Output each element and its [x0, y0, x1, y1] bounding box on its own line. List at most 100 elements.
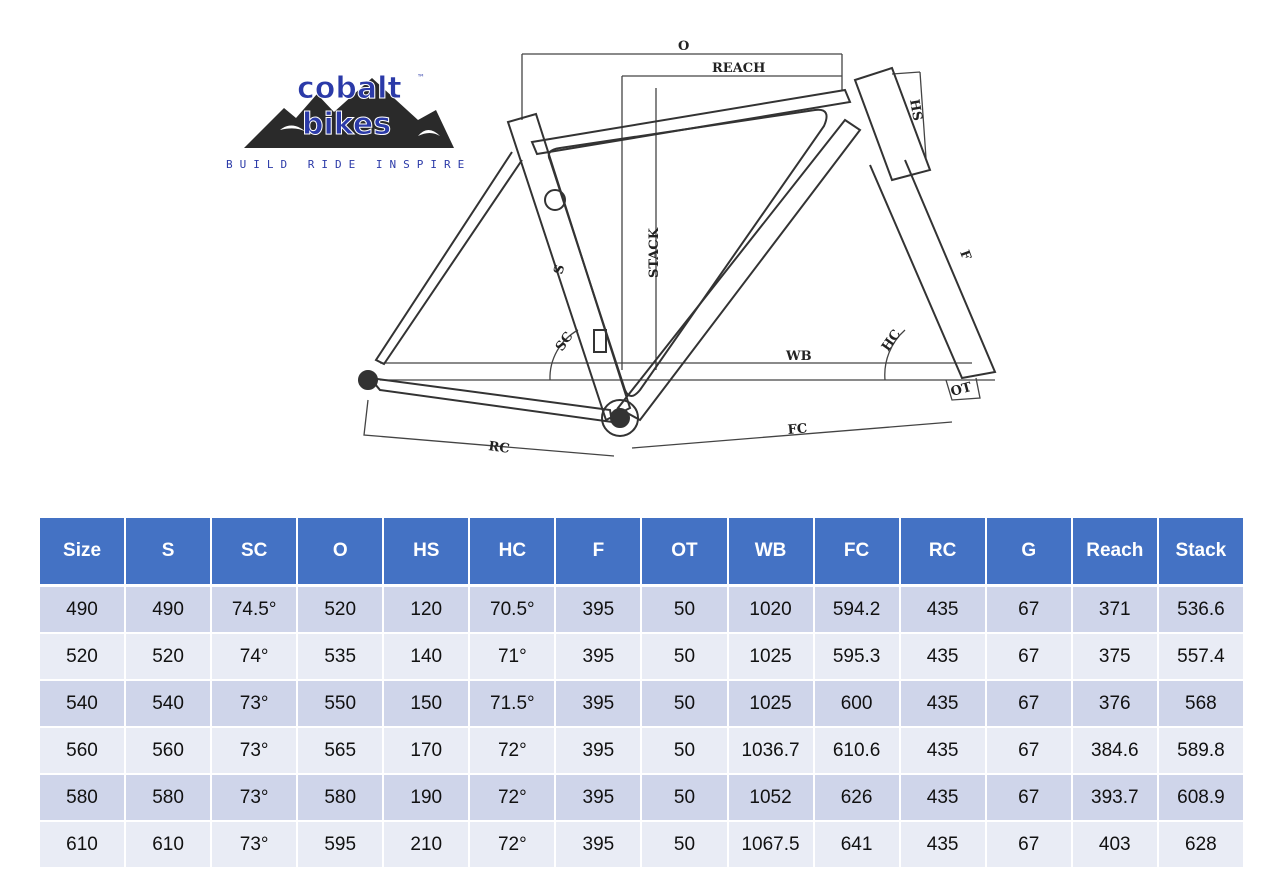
table-cell: 67 — [986, 587, 1071, 634]
table-cell: 72° — [470, 775, 555, 822]
frame-geometry-diagram: O REACH HS STACK S F SC HC WB OT FC RC — [340, 30, 1020, 490]
logo-graphic: cobalt ™ bikes BUILD RIDE INSPIRE — [226, 71, 471, 172]
table-cell: 600 — [814, 681, 899, 728]
table-cell: 435 — [900, 681, 985, 728]
table-cell: 50 — [642, 775, 727, 822]
dim-reach — [621, 75, 842, 370]
dim-rc-fc — [363, 399, 953, 457]
seat-stay — [374, 151, 523, 366]
table-cell: 1025 — [728, 681, 813, 728]
chain-stay — [367, 376, 614, 424]
table-cell: 67 — [986, 681, 1071, 728]
table-cell: 72° — [470, 728, 555, 775]
bottom-bracket — [601, 399, 639, 437]
table-cell: 435 — [900, 822, 985, 869]
arc-sc — [549, 329, 579, 381]
label-fc: FC — [787, 421, 808, 438]
table-cell: 395 — [556, 775, 641, 822]
table-cell: 608.9 — [1158, 775, 1243, 822]
table-cell: 1067.5 — [728, 822, 813, 869]
table-cell: 50 — [642, 681, 727, 728]
table-cell: 140 — [384, 634, 469, 681]
table-cell: 435 — [900, 587, 985, 634]
label-hs: HS — [906, 98, 925, 122]
column-header-ot: OT — [642, 518, 727, 587]
table-cell: 580 — [40, 775, 125, 822]
seat-tube — [506, 112, 632, 422]
table-cell: 73° — [212, 681, 297, 728]
table-cell: 520 — [40, 634, 125, 681]
column-header-sc: SC — [212, 518, 297, 587]
table-cell: 435 — [900, 634, 985, 681]
column-header-g: G — [986, 518, 1071, 587]
table-cell: 610 — [40, 822, 125, 869]
table-cell: 595 — [298, 822, 383, 869]
table-cell: 594.2 — [814, 587, 899, 634]
column-header-size: Size — [40, 518, 125, 587]
table-cell: 67 — [986, 822, 1071, 869]
table-cell: 565 — [298, 728, 383, 775]
table-cell: 395 — [556, 634, 641, 681]
table-cell: 536.6 — [1158, 587, 1243, 634]
table-cell: 393.7 — [1072, 775, 1157, 822]
table-cell: 73° — [212, 822, 297, 869]
seat-tube-port — [544, 189, 566, 211]
logo-tm: ™ — [417, 73, 425, 82]
label-rc: RC — [487, 439, 510, 457]
table-cell: 73° — [212, 728, 297, 775]
table-cell: 210 — [384, 822, 469, 869]
table-cell: 375 — [1072, 634, 1157, 681]
table-cell: 73° — [212, 775, 297, 822]
table-cell: 50 — [642, 634, 727, 681]
label-o: O — [678, 39, 689, 54]
arc-hc — [884, 329, 906, 381]
table-cell: 520 — [126, 634, 211, 681]
column-header-hs: HS — [384, 518, 469, 587]
column-header-stack: Stack — [1158, 518, 1243, 587]
table-cell: 376 — [1072, 681, 1157, 728]
table-cell: 550 — [298, 681, 383, 728]
table-cell: 67 — [986, 728, 1071, 775]
derailleur-mount — [593, 329, 607, 353]
column-header-hc: HC — [470, 518, 555, 587]
table-cell: 435 — [900, 775, 985, 822]
table-cell: 540 — [40, 681, 125, 728]
label-s: S — [551, 263, 568, 276]
table-cell: 120 — [384, 587, 469, 634]
table-cell: 568 — [1158, 681, 1243, 728]
table-cell: 395 — [556, 587, 641, 634]
table-cell: 490 — [40, 587, 125, 634]
table-cell: 560 — [126, 728, 211, 775]
label-stack: STACK — [647, 227, 662, 278]
mountain-shape — [244, 78, 454, 148]
frame-inner-outline — [547, 108, 828, 397]
logo-tagline: BUILD RIDE INSPIRE — [226, 158, 471, 171]
table-cell: 403 — [1072, 822, 1157, 869]
fork — [869, 159, 997, 380]
dim-wb — [380, 362, 995, 381]
table-cell: 589.8 — [1158, 728, 1243, 775]
table-cell: 190 — [384, 775, 469, 822]
table-cell: 1036.7 — [728, 728, 813, 775]
label-reach: REACH — [712, 61, 765, 76]
table-cell: 74.5° — [212, 587, 297, 634]
cobalt-bikes-logo: cobalt ™ bikes BUILD RIDE INSPIRE — [222, 60, 492, 178]
table-cell: 580 — [298, 775, 383, 822]
table-cell: 395 — [556, 822, 641, 869]
table-cell: 67 — [986, 775, 1071, 822]
table-cell: 50 — [642, 728, 727, 775]
table-cell: 628 — [1158, 822, 1243, 869]
table-cell: 535 — [298, 634, 383, 681]
table-cell: 1020 — [728, 587, 813, 634]
label-hc: HC — [879, 327, 904, 354]
table-cell: 1052 — [728, 775, 813, 822]
table-cell: 1025 — [728, 634, 813, 681]
table-cell: 50 — [642, 822, 727, 869]
